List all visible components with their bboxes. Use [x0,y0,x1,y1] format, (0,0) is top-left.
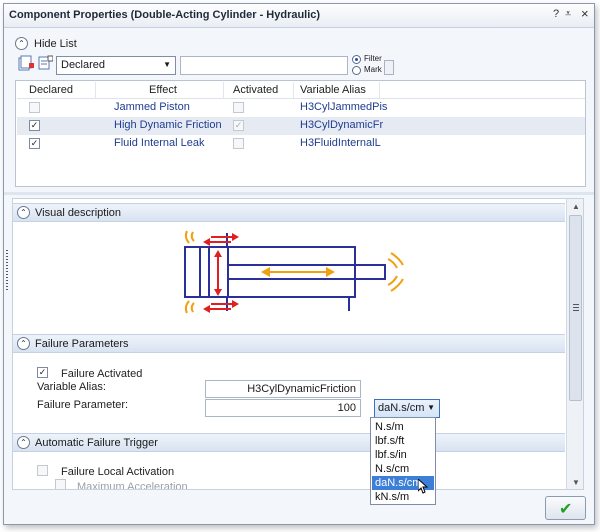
unit-option[interactable]: N.s/cm [375,463,410,475]
collapse-trigger-icon[interactable]: ⌃ [17,436,30,449]
column-header-activated[interactable]: Activated [233,84,279,96]
scroll-down-icon[interactable]: ▼ [572,478,580,487]
collapse-list-icon[interactable]: ⌃ [15,37,28,50]
effect-name: Jammed Piston [114,101,190,113]
column-header-declared[interactable]: Declared [29,84,74,96]
collapse-failure-icon[interactable]: ⌃ [17,337,30,350]
unit-option[interactable]: N.s/m [375,421,404,433]
remove-effect-icon[interactable] [37,55,54,71]
window-title: Component Properties (Double-Acting Cyli… [9,9,321,21]
filter-radio-label: Filter [364,54,382,63]
unit-select[interactable]: daN.s/cm ▼ [374,399,440,418]
automatic-failure-trigger-header[interactable]: ⌃ Automatic Failure Trigger [13,433,565,452]
chevron-down-icon: ▼ [427,403,435,412]
variable-alias-label: Variable Alias: [37,381,106,393]
unit-dropdown-list[interactable]: N.s/m lbf.s/ft lbf.s/in N.s/cm daN.s/cm … [370,417,436,505]
automatic-failure-trigger-label: Automatic Failure Trigger [35,437,158,449]
variable-alias: H3CylDynamicFr [300,119,384,131]
failure-parameters-label: Failure Parameters [35,338,129,350]
effects-table: Declared Effect Activated Variable Alias… [15,80,586,187]
declared-checkbox[interactable] [29,102,40,113]
unit-select-value: daN.s/cm [378,402,425,414]
declared-checkbox[interactable]: ✓ [29,120,40,131]
collapse-visual-icon[interactable]: ⌃ [17,206,30,219]
add-effect-icon[interactable] [18,55,34,71]
effect-name: High Dynamic Friction [114,119,222,131]
scrollbar-thumb[interactable] [569,215,582,401]
activated-checkbox[interactable] [233,102,244,113]
title-bar: Component Properties (Double-Acting Cyli… [4,4,594,28]
splitter[interactable] [4,192,594,195]
list-panel: ⌃ Hide List Declared ▼ Filter Mark Decla… [12,32,588,188]
table-row[interactable]: ✓ Fluid Internal Leak H3FluidInternalL [17,135,585,153]
failure-parameter-label: Failure Parameter: [37,399,129,411]
effect-name: Fluid Internal Leak [114,137,205,149]
mark-radio-label: Mark [364,65,382,74]
unit-option[interactable]: lbf.s/ft [375,435,405,447]
local-activation-checkbox[interactable] [37,465,48,476]
table-row-selected[interactable]: ✓ High Dynamic Friction ✓ H3CylDynamicFr [17,117,585,135]
close-button[interactable]: × [581,6,589,21]
failure-activated-checkbox[interactable]: ✓ [37,367,48,378]
failure-parameter-input[interactable]: 100 [205,399,361,417]
failure-parameters-area: ✓ Failure Activated Variable Alias: H3Cy… [13,354,565,434]
declared-checkbox[interactable]: ✓ [29,138,40,149]
variable-alias: H3CylJammedPis [300,101,388,113]
visual-description-label: Visual description [35,207,122,219]
ok-button[interactable]: ✔ [545,496,586,520]
filter-select[interactable]: Declared ▼ [56,56,176,75]
hide-list-toggle[interactable]: Hide List [34,38,77,50]
pin-button[interactable]: ⩡ [565,8,572,20]
mark-options-button[interactable] [384,60,394,75]
properties-scrollbar[interactable]: ▲ ▼ [566,199,583,489]
scroll-up-icon[interactable]: ▲ [572,202,580,211]
max-acceleration-label: Maximum Acceleration [77,481,188,490]
activated-checkbox[interactable]: ✓ [233,120,244,131]
unit-option[interactable]: lbf.s/in [375,449,407,461]
table-row[interactable]: Jammed Piston H3CylJammedPis [17,99,585,117]
activated-checkbox[interactable] [233,138,244,149]
chevron-down-icon: ▼ [163,60,171,69]
unit-option[interactable]: kN.s/m [375,491,410,503]
variable-alias-input[interactable]: H3CylDynamicFriction [205,380,361,398]
mouse-cursor-icon [417,477,430,495]
failure-activated-label: Failure Activated [61,368,143,380]
mark-radio[interactable] [352,66,361,75]
side-grip[interactable] [6,250,8,292]
failure-parameter-value: 100 [337,402,356,414]
filter-select-value: Declared [61,59,106,71]
filter-radio[interactable] [352,55,361,64]
failure-parameters-header[interactable]: ⌃ Failure Parameters [13,334,565,353]
visual-description-header[interactable]: ⌃ Visual description [13,203,565,222]
cylinder-diagram [184,230,404,314]
local-activation-label: Failure Local Activation [61,466,175,478]
table-header: Declared Effect Activated Variable Alias [17,82,585,99]
checkmark-icon: ✔ [559,501,573,518]
variable-alias: H3FluidInternalL [300,137,381,149]
variable-alias-value: H3CylDynamicFriction [247,383,356,395]
help-button[interactable]: ? [553,8,560,20]
trigger-area: Failure Local Activation Maximum Acceler… [13,453,565,490]
properties-panel: ⌃ Visual description [12,198,584,490]
visual-description-area [13,223,565,333]
component-properties-window: Component Properties (Double-Acting Cyli… [3,3,595,525]
column-header-variable-alias[interactable]: Variable Alias [300,84,366,96]
column-header-effect[interactable]: Effect [149,84,177,96]
max-acceleration-checkbox[interactable] [55,479,66,489]
search-input[interactable] [180,56,348,75]
